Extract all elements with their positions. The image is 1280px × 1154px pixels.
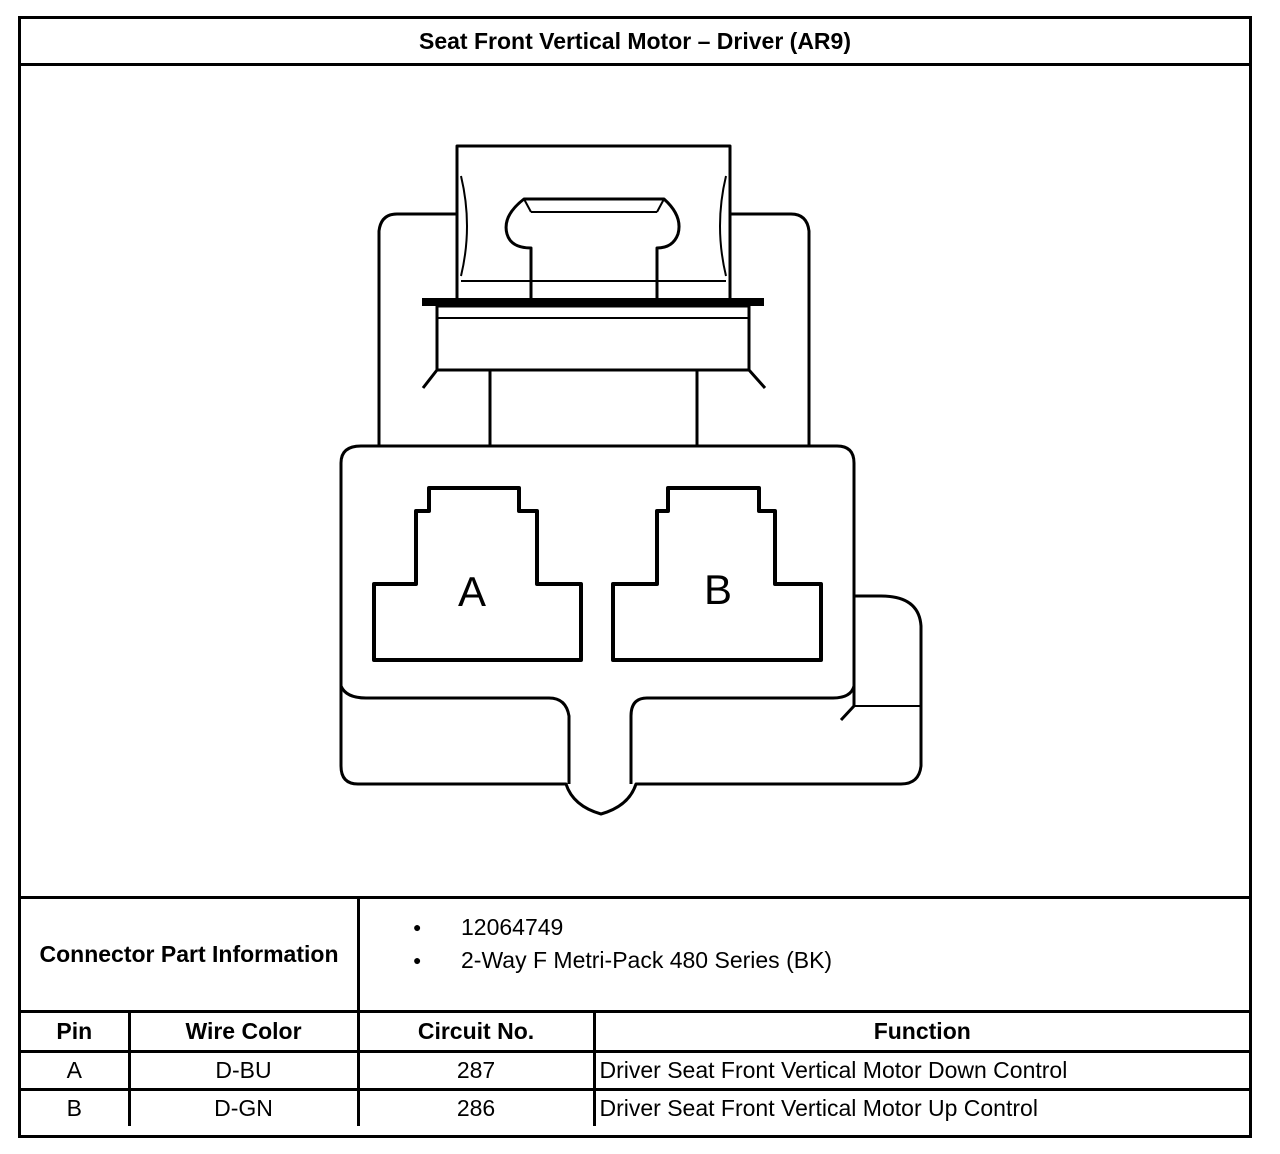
circuit-cell: 286	[356, 1088, 596, 1126]
pin-cell: A	[21, 1050, 131, 1091]
cavity-label-b: B	[704, 566, 732, 613]
cavity-b-outline	[611, 486, 823, 662]
connector-drawing: A B	[339, 144, 923, 816]
header-circuit-no: Circuit No.	[356, 1013, 596, 1053]
header-function: Function	[592, 1013, 1249, 1053]
cavity-label-a: A	[458, 568, 486, 615]
circuit-cell: 287	[356, 1050, 596, 1091]
header-wire-color: Wire Color	[127, 1013, 360, 1053]
function-cell: Driver Seat Front Vertical Motor Up Cont…	[592, 1088, 1249, 1126]
connector-body	[339, 444, 923, 816]
latch-housing	[455, 144, 732, 303]
function-cell: Driver Seat Front Vertical Motor Down Co…	[592, 1050, 1249, 1091]
cavity-a-outline	[372, 486, 583, 662]
page-title: Seat Front Vertical Motor – Driver (AR9)	[21, 19, 1249, 66]
connector-diagram: A B	[21, 66, 1249, 896]
table-header-row: Pin Wire Color Circuit No. Function	[21, 1013, 1249, 1053]
table-row: A D-BU 287 Driver Seat Front Vertical Mo…	[21, 1050, 1249, 1091]
connector-description: 2-Way F Metri-Pack 480 Series (BK)	[413, 944, 832, 977]
connector-info-list: 12064749 2-Way F Metri-Pack 480 Series (…	[413, 911, 832, 977]
table-row: B D-GN 286 Driver Seat Front Vertical Mo…	[21, 1088, 1249, 1126]
latch-tab-outer	[504, 197, 681, 303]
connector-info-row: Connector Part Information 12064749 2-Wa…	[21, 896, 1249, 1013]
wire-color-cell: D-BU	[127, 1050, 360, 1091]
flange-band	[435, 304, 751, 372]
wire-color-cell: D-GN	[127, 1088, 360, 1126]
header-pin: Pin	[21, 1013, 131, 1053]
latch-left-curve	[460, 175, 468, 277]
pin-cell: B	[21, 1088, 131, 1126]
pinout-table: Pin Wire Color Circuit No. Function A D-…	[21, 1013, 1249, 1126]
housing-back	[377, 212, 811, 446]
connector-info-label: Connector Part Information	[21, 899, 360, 1010]
latch-right-curve	[719, 175, 727, 277]
part-number: 12064749	[413, 911, 832, 944]
flange-top	[422, 298, 764, 306]
connector-sheet: Seat Front Vertical Motor – Driver (AR9)	[18, 16, 1252, 1138]
body-lower-ledge	[339, 685, 571, 784]
